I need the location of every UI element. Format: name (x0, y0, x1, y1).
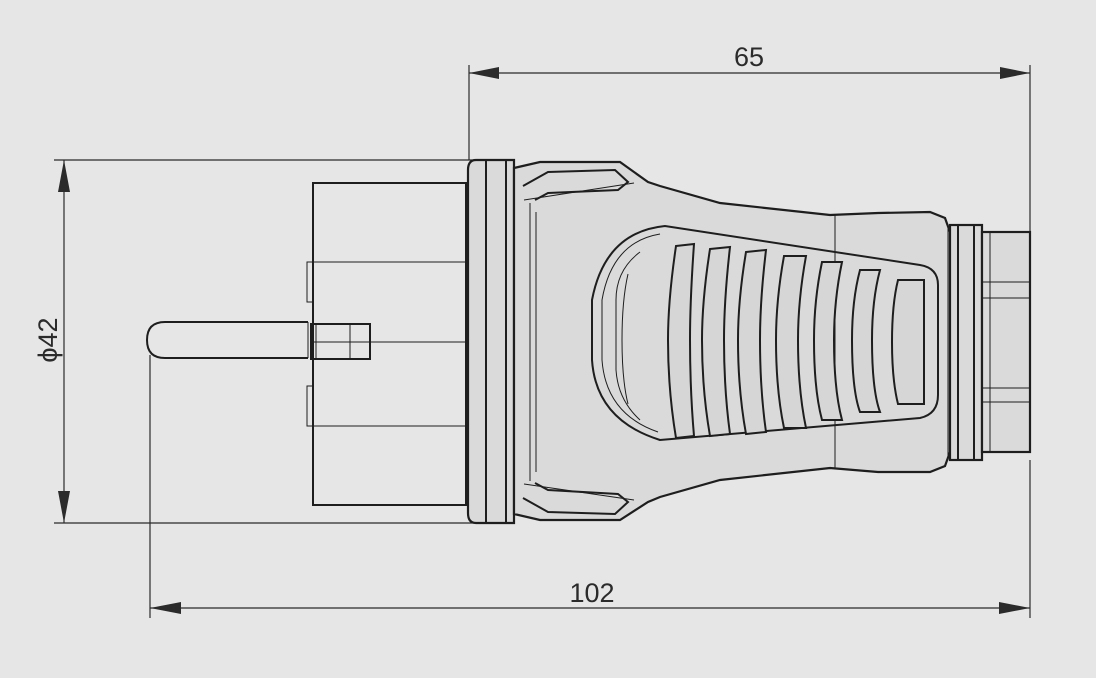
grip-slot (812, 261, 844, 421)
grip-pad (591, 224, 939, 442)
grip-slot (700, 245, 732, 438)
arrowhead-up (58, 160, 70, 192)
grip-slot (890, 279, 925, 405)
grip-slot (736, 248, 768, 436)
arrowhead-down (58, 491, 70, 523)
arrowhead-right (1000, 67, 1030, 79)
dimension-label-65: 65 (734, 42, 764, 72)
contact-pin (145, 321, 371, 360)
housing (512, 160, 952, 522)
grip-slot (774, 255, 808, 429)
arrowhead-left (469, 67, 499, 79)
grip-slot (666, 242, 696, 440)
collar-ring (466, 158, 516, 525)
plug-face (306, 182, 467, 506)
dimension-label-102: 102 (569, 578, 614, 608)
dimension-label-diameter: ϕ42 (33, 317, 63, 362)
rear-gland (948, 223, 1032, 462)
arrowhead-right (999, 602, 1030, 614)
dimension-diameter: ϕ42 (33, 159, 475, 524)
plug-drawing (145, 158, 1032, 525)
arrowhead-left (150, 602, 181, 614)
dimension-65: 65 (468, 42, 1031, 232)
grip-slot (850, 269, 882, 413)
dimension-102: 102 (149, 355, 1031, 618)
